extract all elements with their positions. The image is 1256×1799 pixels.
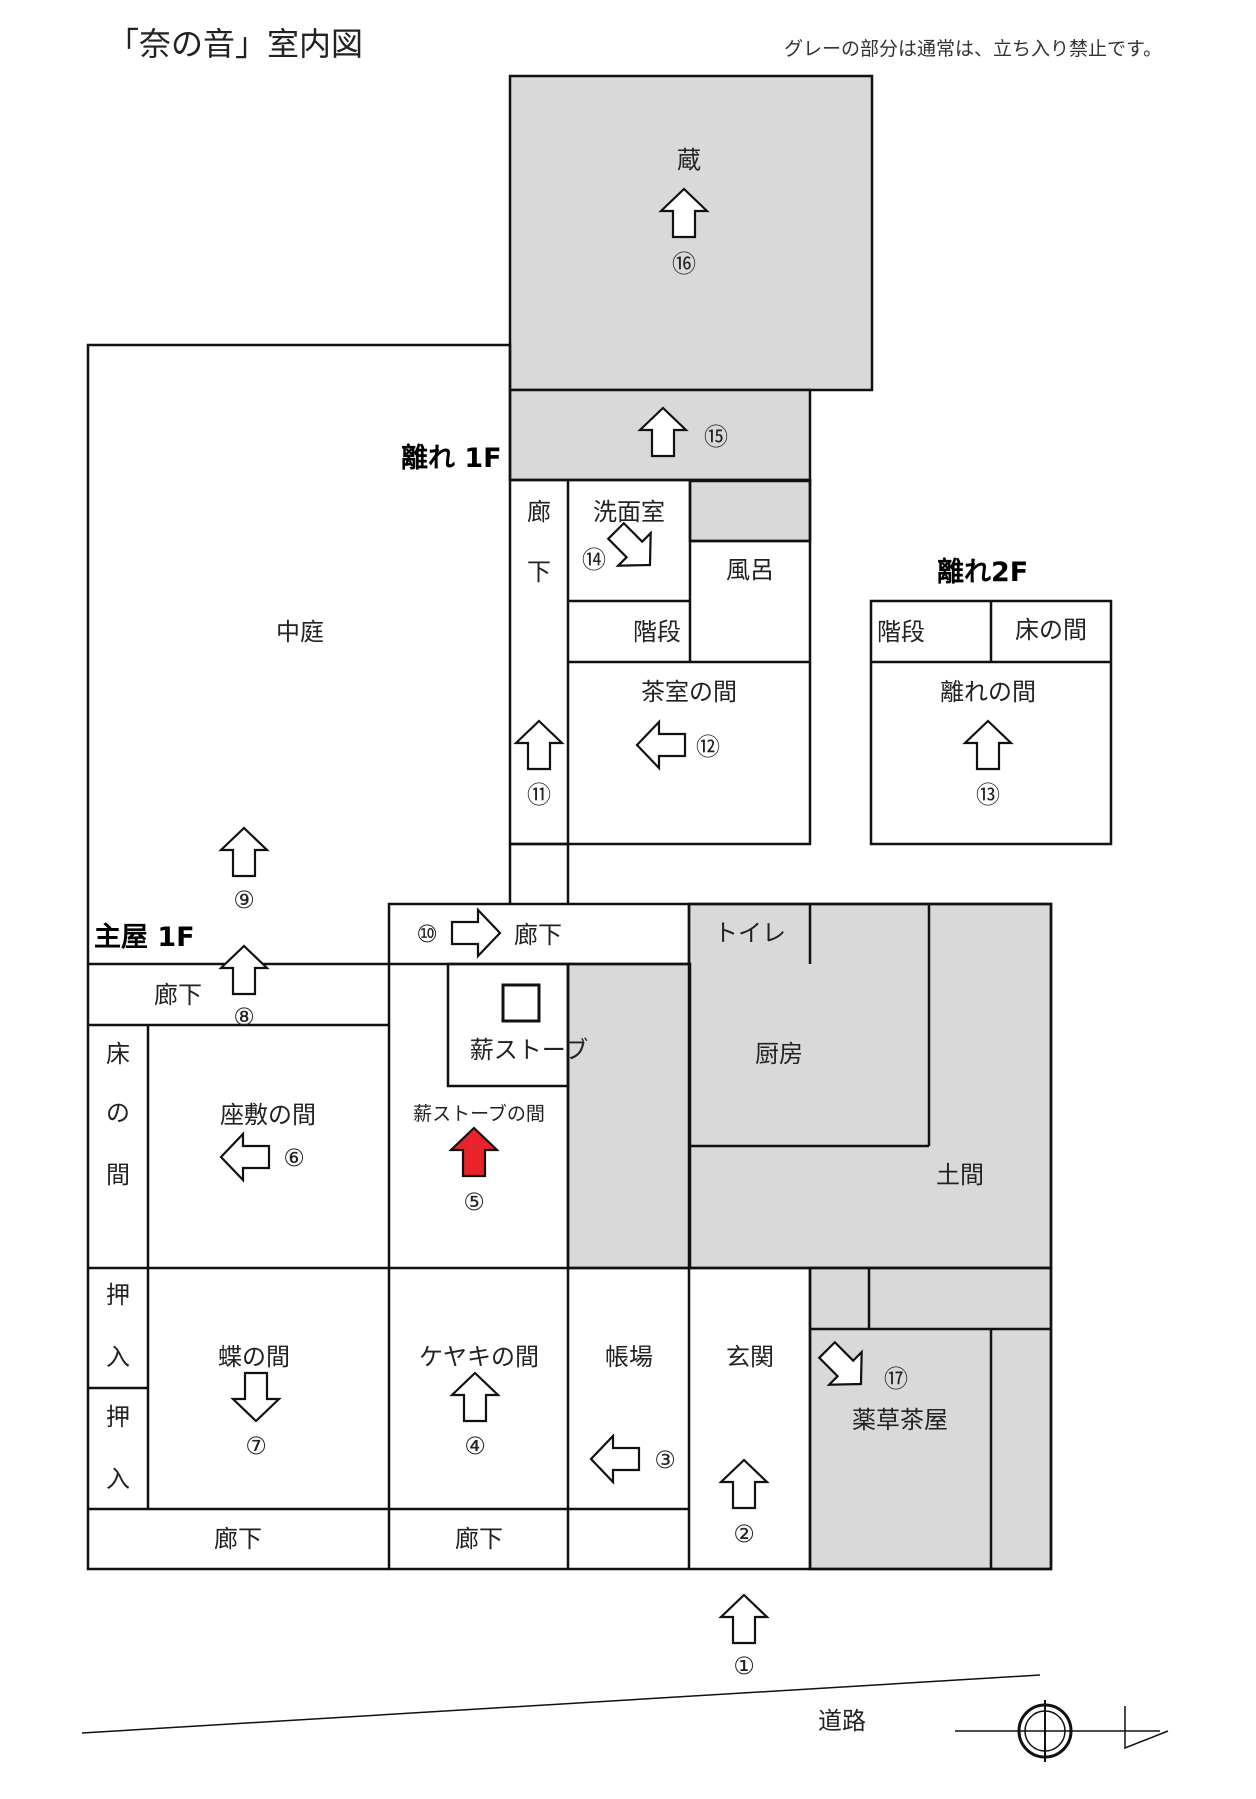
room-label-courtyard: 中庭 (276, 618, 324, 646)
room-label-closet-1b: 入 (106, 1343, 130, 1371)
arrow-12-icon (635, 720, 687, 770)
room-label-entrance: 玄関 (726, 1343, 774, 1371)
marker-6: ⑥ (283, 1144, 305, 1172)
arrow-2-icon (719, 1458, 769, 1510)
room-label-tea-room: 茶室の間 (641, 678, 737, 706)
room-label-closet-1a: 押 (106, 1281, 130, 1309)
marker-1: ① (733, 1652, 755, 1680)
room-label-annex-room: 離れの間 (940, 678, 1036, 706)
marker-15: ⑮ (704, 423, 728, 451)
road-label: 道路 (818, 1707, 866, 1735)
room-label-corridor-bottom-left: 廊下 (214, 1525, 262, 1553)
stove-room-grey (566, 962, 692, 1270)
marker-7: ⑦ (245, 1432, 267, 1460)
arrow-6-icon (219, 1132, 271, 1182)
arrow-3-icon (589, 1434, 641, 1484)
section-annex-1f: 離れ 1F (401, 442, 502, 474)
marker-4: ④ (464, 1432, 486, 1460)
room-label-kura: 蔵 (677, 146, 701, 174)
marker-9: ⑨ (233, 886, 255, 914)
room-label-alcove-2f: 床の間 (1015, 616, 1087, 644)
room-label-alcove-1: 床 (106, 1040, 130, 1068)
page-title: 「奈の音」室内図 (107, 25, 363, 63)
room-label-butterfly-room: 蝶の間 (218, 1343, 290, 1371)
marker-8: ⑧ (233, 1003, 255, 1031)
room-label-stove-room: 薪ストーブの間 (413, 1102, 545, 1125)
arrow-8-icon (219, 944, 269, 996)
marker-14: ⑭ (582, 546, 606, 574)
room-label-toilet: トイレ (714, 919, 786, 947)
marker-5: ⑤ (463, 1188, 485, 1216)
kitchen-area (687, 902, 1053, 1270)
marker-10: ⑩ (416, 920, 438, 948)
room-label-washroom: 洗面室 (593, 498, 665, 526)
room-label-office: 帳場 (605, 1343, 653, 1371)
arrow-13-icon (963, 719, 1013, 771)
arrow-11-icon (514, 719, 564, 771)
arrow-9-icon (219, 826, 269, 878)
section-main-1f: 主屋 1F (94, 922, 195, 953)
room-label-alcove-2: の (106, 1099, 130, 1127)
arrow-1-icon (719, 1593, 769, 1645)
marker-13: ⑬ (976, 781, 1000, 809)
restricted-areas (508, 74, 1053, 1571)
road-line (81, 1674, 1041, 1734)
room-label-bath: 風呂 (726, 556, 774, 584)
room-label-annex-corridor-2: 下 (527, 558, 551, 586)
marker-11: ⑪ (527, 781, 551, 809)
section-annex-2f: 離れ2F (937, 556, 1028, 588)
room-label-corridor-left: 廊下 (154, 981, 202, 1009)
room-label-closet-2b: 入 (106, 1465, 130, 1493)
north-compass-icon (955, 1700, 1169, 1762)
marker-17: ⑰ (884, 1365, 908, 1393)
room-label-kitchen: 厨房 (755, 1040, 803, 1068)
arrow-4-icon (450, 1371, 500, 1423)
marker-2: ② (733, 1520, 755, 1548)
room-label-annex-corridor-1: 廊 (527, 498, 551, 526)
room-label-corridor-top: 廊下 (514, 921, 562, 949)
marker-12: ⑫ (696, 733, 720, 761)
room-outlines (86, 343, 1113, 1571)
room-label-stairs-2f: 階段 (877, 618, 925, 646)
room-label-herb-tea: 薬草茶屋 (852, 1406, 948, 1434)
room-label-alcove-3: 間 (106, 1161, 130, 1189)
restricted-note: グレーの部分は通常は、立ち入り禁止です。 (784, 38, 1162, 60)
marker-16: ⑯ (672, 250, 696, 278)
arrow-7-icon (231, 1371, 281, 1423)
room-label-corridor-bottom-mid: 廊下 (455, 1525, 503, 1553)
room-label-zashiki: 座敷の間 (220, 1101, 316, 1129)
current-location-icon (449, 1126, 499, 1178)
wood-stove-icon (501, 983, 541, 1023)
arrow-10-icon (450, 908, 502, 958)
room-label-keyaki-room: ケヤキの間 (419, 1343, 539, 1371)
room-label-earth-floor: 土間 (936, 1161, 984, 1189)
room-label-wood-stove: 薪ストーブ (470, 1036, 589, 1064)
room-label-stairs: 階段 (633, 618, 681, 646)
marker-3: ③ (654, 1446, 676, 1474)
room-label-closet-2a: 押 (106, 1403, 130, 1431)
annex-closed-corner (688, 479, 812, 543)
